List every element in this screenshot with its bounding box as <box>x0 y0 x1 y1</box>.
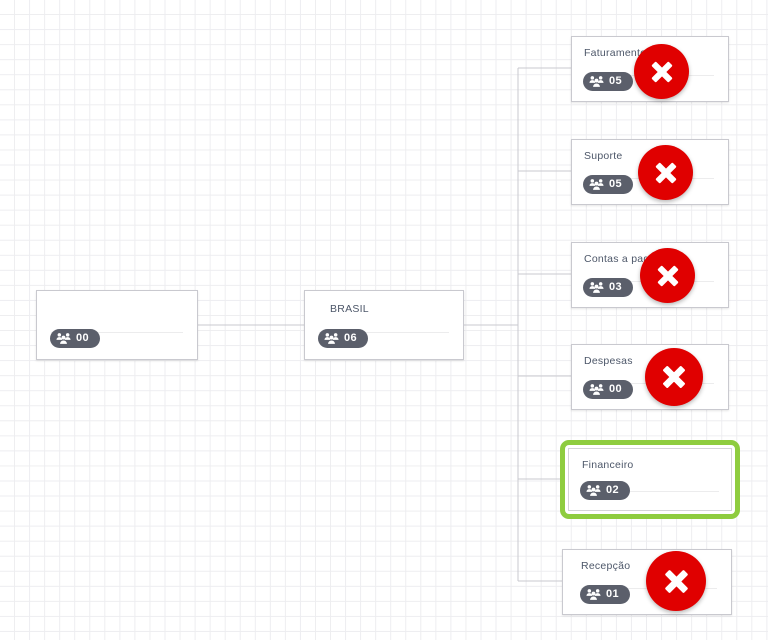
red-x-circle-icon-contas-a-pagar[interactable] <box>640 248 695 303</box>
x-glyph <box>655 162 676 183</box>
org-node-divider <box>319 332 449 333</box>
red-x-circle-icon-recepcao[interactable] <box>646 551 706 611</box>
org-node-title: Faturamento <box>584 47 647 59</box>
employee-count-value: 02 <box>606 484 620 496</box>
org-node-title: Recepção <box>581 560 631 572</box>
employee-count-value: 05 <box>609 75 623 87</box>
org-node-body: Financeiro 02 <box>568 448 732 511</box>
org-node-financeiro[interactable]: Financeiro 02 <box>560 440 740 519</box>
org-node-body: 00 <box>37 291 197 359</box>
org-node-body: Suporte 05 <box>572 140 728 204</box>
people-group-icon <box>589 76 604 87</box>
employee-count-value: 05 <box>609 178 623 190</box>
people-group-icon <box>589 384 604 395</box>
org-node-title: Despesas <box>584 355 633 367</box>
people-group-icon <box>586 589 601 600</box>
employee-count-badge[interactable]: 06 <box>318 329 369 348</box>
org-node-body: Despesas 00 <box>572 345 728 409</box>
employee-count-value: 00 <box>76 332 90 344</box>
employee-count-badge[interactable]: 01 <box>580 585 631 604</box>
employee-count-badge[interactable]: 02 <box>580 481 631 500</box>
org-node-brasil[interactable]: BRASIL 06 <box>304 290 464 360</box>
org-node-title: BRASIL <box>330 303 369 315</box>
x-glyph <box>651 61 672 82</box>
people-group-icon <box>56 333 71 344</box>
red-x-circle-icon-faturamento[interactable] <box>634 44 689 99</box>
employee-count-badge[interactable]: 05 <box>583 175 634 194</box>
org-node-root[interactable]: 00 <box>36 290 198 360</box>
x-glyph <box>657 265 678 286</box>
org-node-title: Suporte <box>584 150 623 162</box>
employee-count-badge[interactable]: 00 <box>583 380 634 399</box>
employee-count-badge[interactable]: 00 <box>50 329 101 348</box>
org-node-title: Contas a pagar <box>584 253 660 265</box>
employee-count-value: 06 <box>344 332 358 344</box>
people-group-icon <box>324 333 339 344</box>
org-node-body: BRASIL 06 <box>305 291 463 359</box>
employee-count-value: 01 <box>606 588 620 600</box>
org-node-divider <box>581 491 719 492</box>
org-node-body: Faturamento 05 <box>572 37 728 101</box>
people-group-icon <box>589 282 604 293</box>
people-group-icon <box>589 179 604 190</box>
employee-count-badge[interactable]: 05 <box>583 72 634 91</box>
x-glyph <box>664 569 688 593</box>
people-group-icon <box>586 485 601 496</box>
employee-count-value: 00 <box>609 383 623 395</box>
red-x-circle-icon-suporte[interactable] <box>638 145 693 200</box>
employee-count-value: 03 <box>609 281 623 293</box>
x-glyph <box>663 366 685 388</box>
red-x-circle-icon-despesas[interactable] <box>645 348 703 406</box>
org-node-body: Contas a pagar 03 <box>572 243 728 307</box>
org-node-divider <box>51 332 183 333</box>
org-node-title: Financeiro <box>582 459 634 471</box>
employee-count-badge[interactable]: 03 <box>583 278 634 297</box>
